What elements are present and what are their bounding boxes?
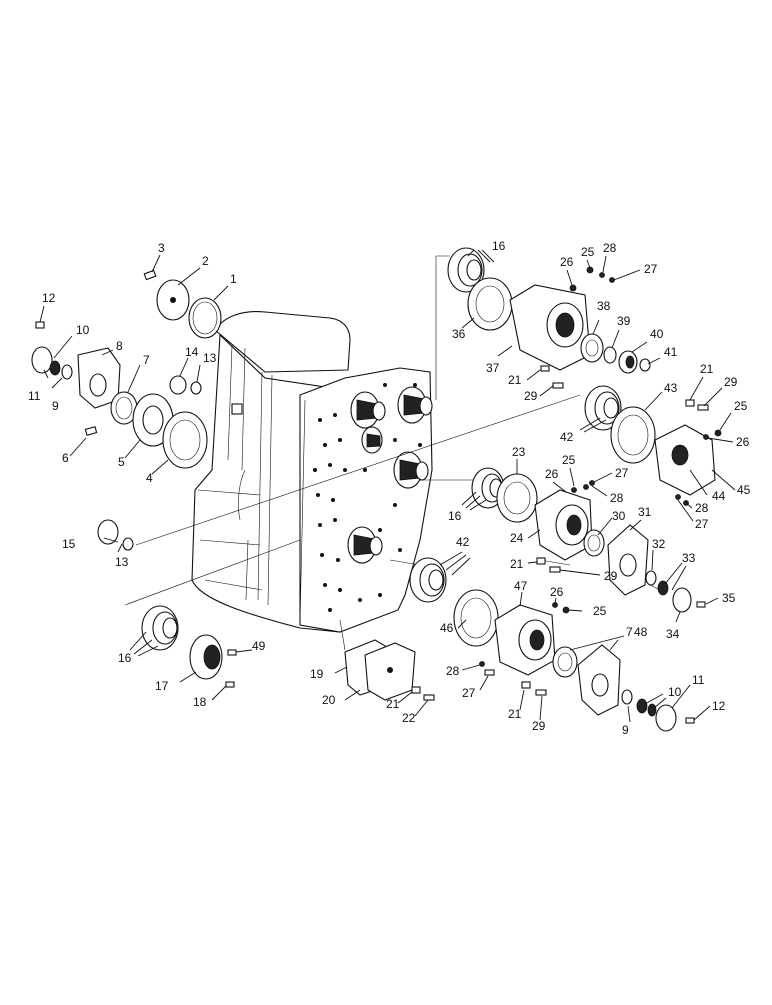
- callout-27: 27: [695, 517, 709, 531]
- callout-9: 9: [622, 723, 629, 737]
- callout-47: 47: [514, 579, 528, 593]
- callout-39: 39: [617, 314, 631, 328]
- callout-11: 11: [692, 673, 705, 687]
- callout-21: 21: [700, 362, 714, 376]
- callout-48: 48: [634, 625, 648, 639]
- callout-5: 5: [118, 455, 125, 469]
- callout-25: 25: [734, 399, 748, 413]
- callout-33: 33: [682, 551, 696, 565]
- callout-17: 17: [155, 679, 169, 693]
- callout-40: 40: [650, 327, 664, 341]
- callout-25: 25: [593, 604, 607, 618]
- callout-20: 20: [322, 693, 336, 707]
- callout-41: 41: [664, 345, 678, 359]
- callout-29: 29: [524, 389, 538, 403]
- center-lines: [124, 255, 661, 651]
- callout-7: 7: [143, 353, 150, 367]
- callout-11: 11: [28, 389, 41, 403]
- callout-14: 14: [185, 345, 199, 359]
- callout-4: 4: [146, 471, 153, 485]
- callout-26: 26: [550, 585, 564, 599]
- middle-right-parts: [471, 467, 706, 613]
- callout-34: 34: [666, 627, 680, 641]
- callout-49: 49: [252, 639, 266, 653]
- callout-25: 25: [562, 453, 576, 467]
- callout-30: 30: [612, 509, 626, 523]
- upper-right-parts: [447, 247, 722, 506]
- callout-8: 8: [116, 339, 123, 353]
- callout-16: 16: [118, 651, 132, 665]
- callout-21: 21: [508, 373, 522, 387]
- callout-leaders: [39, 249, 736, 723]
- callout-28: 28: [610, 491, 624, 505]
- callout-31: 31: [638, 505, 652, 519]
- callout-21: 21: [510, 557, 524, 571]
- callout-38: 38: [597, 299, 611, 313]
- left-parts: [31, 269, 237, 688]
- callout-45: 45: [737, 483, 751, 497]
- plate-bolt-holes: [313, 383, 422, 612]
- transmission-housing: [191, 311, 433, 633]
- callout-13: 13: [115, 555, 129, 569]
- callout-36: 36: [452, 327, 466, 341]
- callout-35: 35: [722, 591, 736, 605]
- callout-21: 21: [386, 697, 400, 711]
- callout-26: 26: [545, 467, 559, 481]
- callout-12: 12: [42, 291, 56, 305]
- callout-15: 15: [62, 537, 76, 551]
- callout-12: 12: [712, 699, 726, 713]
- callout-46: 46: [440, 621, 454, 635]
- callout-44: 44: [712, 489, 726, 503]
- callout-27: 27: [615, 466, 629, 480]
- callout-16: 16: [492, 239, 506, 253]
- callout-19: 19: [310, 667, 324, 681]
- callout-6: 6: [62, 451, 69, 465]
- callout-3: 3: [158, 241, 165, 255]
- callout-26: 26: [736, 435, 750, 449]
- callout-28: 28: [695, 501, 709, 515]
- callout-16: 16: [448, 509, 462, 523]
- callout-1: 1: [230, 272, 237, 286]
- callout-22: 22: [402, 711, 416, 725]
- callout-25: 25: [581, 245, 595, 259]
- callout-21: 21: [508, 707, 522, 721]
- callout-13: 13: [203, 351, 217, 365]
- callout-9: 9: [52, 399, 59, 413]
- callout-23: 23: [512, 445, 526, 459]
- shaft-stubs: [347, 386, 433, 564]
- callout-27: 27: [644, 262, 658, 276]
- callout-42: 42: [456, 535, 470, 549]
- callout-37: 37: [486, 361, 500, 375]
- callout-43: 43: [664, 381, 678, 395]
- callout-7: 7: [626, 625, 633, 639]
- callout-10: 10: [76, 323, 90, 337]
- callout-32: 32: [652, 537, 666, 551]
- callout-18: 18: [193, 695, 207, 709]
- callout-28: 28: [446, 664, 460, 678]
- callout-28: 28: [603, 241, 617, 255]
- callout-24: 24: [510, 531, 524, 545]
- callout-29: 29: [532, 719, 546, 733]
- callout-2: 2: [202, 254, 209, 268]
- lower-right-parts: [344, 557, 695, 732]
- callout-10: 10: [668, 685, 682, 699]
- callout-29: 29: [604, 569, 618, 583]
- callout-27: 27: [462, 686, 476, 700]
- callout-26: 26: [560, 255, 574, 269]
- callout-42: 42: [560, 430, 574, 444]
- callout-29: 29: [724, 375, 738, 389]
